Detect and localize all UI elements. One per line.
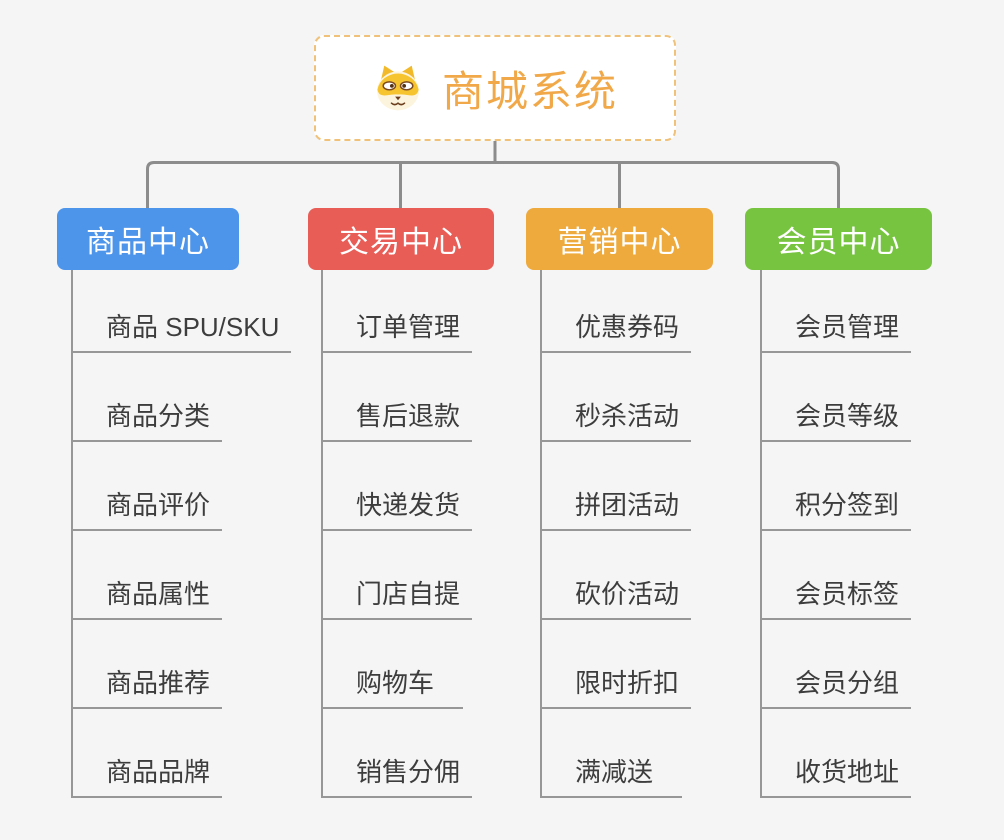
leaf-column-trade-center: 订单管理 售后退款 快递发货 门店自提 购物车 销售分佣 <box>321 270 473 798</box>
leaf-node[interactable]: 商品分类 <box>73 353 223 442</box>
leaf-node[interactable]: 销售分佣 <box>323 709 473 798</box>
leaf-node[interactable]: 商品推荐 <box>73 620 223 709</box>
leaf-node[interactable]: 购物车 <box>323 620 463 709</box>
leaf-node[interactable]: 门店自提 <box>323 531 473 620</box>
leaf-node[interactable]: 商品属性 <box>73 531 223 620</box>
leaf-column-member-center: 会员管理 会员等级 积分签到 会员标签 会员分组 收货地址 <box>760 270 912 798</box>
leaf-node[interactable]: 会员分组 <box>762 620 912 709</box>
leaf-node[interactable]: 会员标签 <box>762 531 912 620</box>
leaf-node[interactable]: 商品评价 <box>73 442 223 531</box>
leaf-node[interactable]: 满减送 <box>542 709 682 798</box>
leaf-node[interactable]: 商品 SPU/SKU <box>73 270 292 353</box>
leaf-node[interactable]: 限时折扣 <box>542 620 692 709</box>
branch-node-trade-center[interactable]: 交易中心 <box>308 208 494 270</box>
root-node-title: 商城系统 <box>441 67 618 115</box>
leaf-node[interactable]: 快递发货 <box>323 442 473 531</box>
leaf-node[interactable]: 商品品牌 <box>73 709 223 798</box>
leaf-node[interactable]: 订单管理 <box>323 270 473 353</box>
branch-node-member-center[interactable]: 会员中心 <box>745 208 932 270</box>
leaf-node[interactable]: 积分签到 <box>762 442 912 531</box>
branch-node-marketing-center[interactable]: 营销中心 <box>526 208 713 270</box>
dog-face-icon <box>377 65 419 111</box>
leaf-column-marketing-center: 优惠券码 秒杀活动 拼团活动 砍价活动 限时折扣 满减送 <box>540 270 692 798</box>
leaf-node[interactable]: 收货地址 <box>762 709 912 798</box>
branch-node-product-center[interactable]: 商品中心 <box>57 208 239 270</box>
leaf-node[interactable]: 砍价活动 <box>542 531 692 620</box>
leaf-node[interactable]: 秒杀活动 <box>542 353 692 442</box>
leaf-node[interactable]: 会员管理 <box>762 270 912 353</box>
leaf-node[interactable]: 优惠券码 <box>542 270 692 353</box>
leaf-column-product-center: 商品 SPU/SKU 商品分类 商品评价 商品属性 商品推荐 商品品牌 <box>71 270 292 798</box>
leaf-node[interactable]: 会员等级 <box>762 353 912 442</box>
leaf-node[interactable]: 拼团活动 <box>542 442 692 531</box>
leaf-node[interactable]: 售后退款 <box>323 353 473 442</box>
root-node-mall-system[interactable]: 商城系统 <box>314 35 676 141</box>
